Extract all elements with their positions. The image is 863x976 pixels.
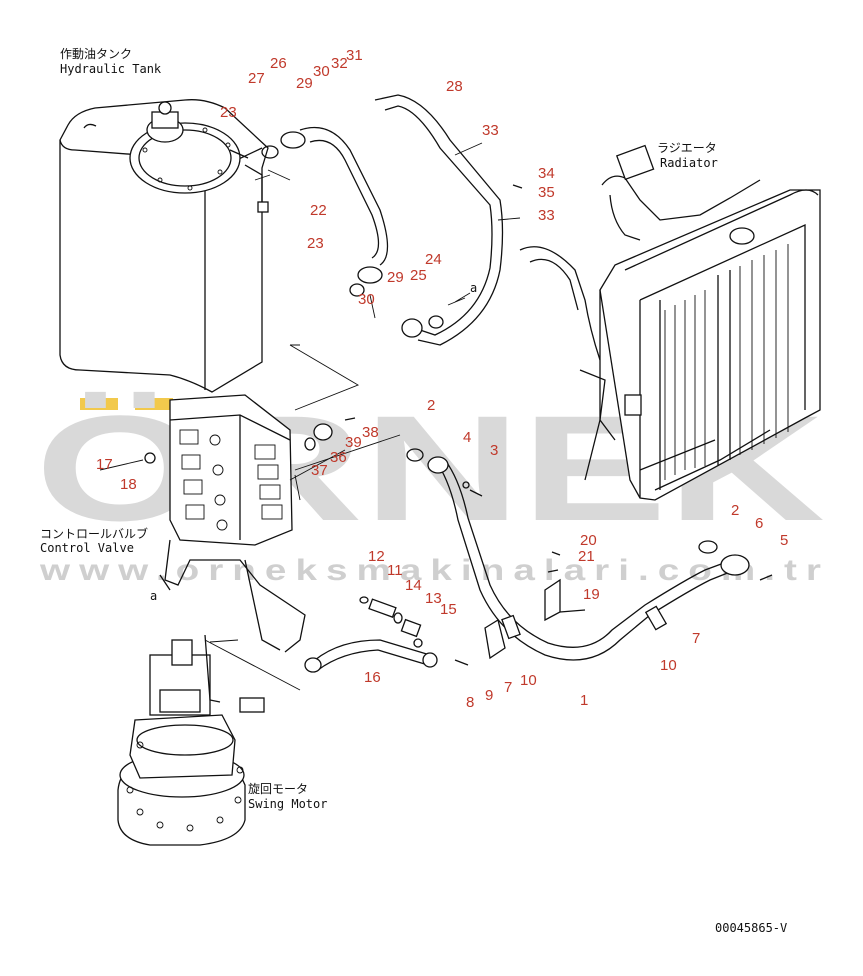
label-radiator-ja: ラジエータ	[657, 141, 717, 155]
callout: 1	[580, 692, 588, 709]
callout: 22	[310, 202, 327, 219]
label-control-valve-en: Control Valve	[40, 541, 134, 555]
callout: 28	[446, 78, 463, 95]
callout: 26	[270, 55, 287, 72]
watermark-accent-right	[135, 398, 173, 410]
callout: 3	[490, 442, 498, 459]
label-swing-motor-ja: 旋回モータ	[248, 782, 308, 796]
ref-marker-a-top: a	[470, 281, 477, 295]
component-labels: 作動油タンク Hydraulic Tank ラジエータ Radiator コント…	[40, 47, 787, 935]
label-control-valve-ja: コントロールバルブ	[40, 526, 148, 541]
callout: 29	[387, 269, 404, 286]
callout: 31	[346, 47, 363, 64]
radiator-drawing	[519, 144, 821, 501]
ref-marker-a-bottom: a	[150, 589, 157, 603]
callout: 15	[440, 601, 457, 618]
label-swing-motor-en: Swing Motor	[248, 797, 327, 811]
callout: 19	[583, 586, 600, 603]
callout: 10	[520, 672, 537, 689]
swing-motor-drawing	[117, 634, 301, 846]
watermark-accent-left	[80, 398, 118, 410]
label-hydraulic-tank-en: Hydraulic Tank	[60, 62, 162, 76]
label-hydraulic-tank-ja: 作動油タンク	[60, 47, 132, 61]
callout: 32	[331, 55, 348, 72]
callout: 23	[307, 235, 324, 252]
callout: 14	[405, 577, 422, 594]
callout: 17	[96, 456, 113, 473]
callout: 35	[538, 184, 555, 201]
callout: 27	[248, 70, 265, 87]
label-radiator-en: Radiator	[660, 156, 718, 170]
drawing-code: 00045865-V	[715, 921, 787, 935]
callout: 2	[731, 502, 739, 519]
callout: 20	[580, 532, 597, 549]
callout: 21	[578, 548, 595, 565]
callout: 13	[425, 590, 442, 607]
callout: 5	[780, 532, 788, 549]
callout: 12	[368, 548, 385, 565]
callout: 23	[220, 104, 237, 121]
callout: 6	[755, 515, 763, 532]
callouts: 1 2 2 3 4 5 6 7 7 8 9 10 10 11 12 13 14 …	[96, 47, 788, 711]
callout: 24	[425, 251, 442, 268]
callout: 30	[358, 291, 375, 308]
callout: 2	[427, 397, 435, 414]
callout: 10	[660, 657, 677, 674]
hydraulic-tank-drawing	[59, 99, 291, 393]
callout: 4	[463, 429, 471, 446]
control-valve-drawing	[159, 344, 401, 653]
callout: 37	[311, 462, 328, 479]
callout: 29	[296, 75, 313, 92]
callout: 18	[120, 476, 137, 493]
callout: 7	[504, 679, 512, 696]
callout: 16	[364, 669, 381, 686]
callout: 25	[410, 267, 427, 284]
callout: 33	[482, 122, 499, 139]
callout: 39	[345, 434, 362, 451]
callout: 33	[538, 207, 555, 224]
watermark-url: www.orneksmakinalari.com.tr	[39, 554, 830, 587]
callout: 30	[313, 63, 330, 80]
callout: 11	[387, 562, 403, 579]
callout: 8	[466, 694, 474, 711]
callout: 7	[692, 630, 700, 647]
callout: 38	[362, 424, 379, 441]
callout: 34	[538, 165, 555, 182]
callout: 36	[330, 449, 347, 466]
hose-assemblies	[99, 94, 773, 673]
callout: 9	[485, 687, 493, 704]
